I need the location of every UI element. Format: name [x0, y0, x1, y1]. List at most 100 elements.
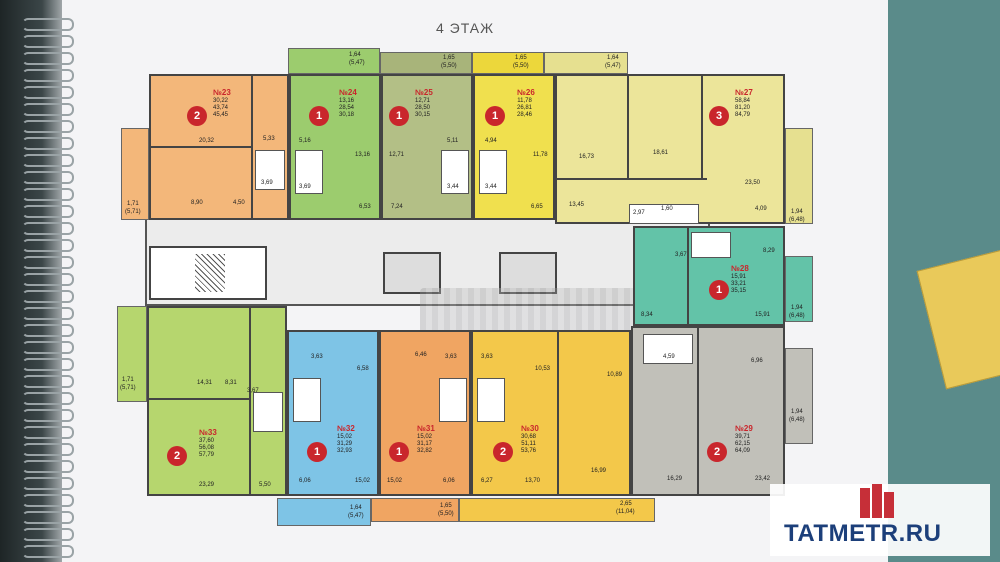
room-area: 12,71	[389, 152, 405, 158]
room-area: 3,63	[481, 354, 493, 360]
room-area: 3,63	[311, 354, 323, 360]
room-area: 23,42	[755, 476, 771, 482]
room-area: 14,31	[197, 380, 213, 386]
balcony-right-top: 1,94 (6,48)	[785, 128, 813, 224]
room-area: 16,99	[591, 468, 607, 474]
balcony-area: 1,65	[515, 55, 527, 61]
balcony-area-total: (5,50)	[438, 511, 454, 517]
balcony-area: 1,64	[349, 52, 361, 58]
room-area: 6,46	[415, 352, 427, 358]
room-area: 15,91	[755, 312, 771, 318]
spiral-ring	[22, 341, 74, 354]
floor-title: 4 ЭТАЖ	[435, 20, 495, 36]
spiral-ring	[22, 120, 74, 133]
rooms-badge: 2	[493, 442, 513, 462]
apartment-number: №31	[417, 424, 435, 433]
balcony-area-total: (5,50)	[513, 63, 529, 69]
apartment-number: №33	[199, 428, 217, 437]
balcony-area-total: (6,48)	[789, 313, 805, 319]
room-area: 6,96	[751, 358, 763, 364]
spiral-ring	[22, 545, 74, 558]
room-area: 8,29	[763, 248, 775, 254]
room-area: 3,44	[485, 184, 497, 190]
room-area: 20,32	[199, 138, 215, 144]
room-area: 16,29	[667, 476, 683, 482]
balcony-bottom-3: 2,65 (11,04)	[459, 498, 655, 522]
apartment-number: №23	[213, 88, 231, 97]
spiral-ring	[22, 103, 74, 116]
balcony-top-1: 1,64 (5,47)	[288, 48, 380, 74]
room-area: 5,16	[299, 138, 311, 144]
balcony-right-bottom: 1,94 (6,48)	[785, 348, 813, 444]
spiral-ring	[22, 511, 74, 524]
rooms-badge: 1	[309, 106, 329, 126]
spiral-ring	[22, 205, 74, 218]
balcony-area: 1,65	[440, 503, 452, 509]
room-area: 8,34	[641, 312, 653, 318]
room-area: 5,33	[263, 136, 275, 142]
balcony-bottom-2: 1,65 (5,50)	[371, 498, 459, 522]
apartment-number: №30	[521, 424, 539, 433]
spiral-ring	[22, 69, 74, 82]
room-area: 3,69	[299, 184, 311, 190]
spiral-rings	[0, 0, 74, 562]
balcony-area: 1,65	[443, 55, 455, 61]
spiral-ring	[22, 392, 74, 405]
spiral-ring	[22, 154, 74, 167]
rooms-badge: 1	[307, 442, 327, 462]
room-area: 16,73	[579, 154, 595, 160]
spiral-ring	[22, 375, 74, 388]
balcony-top-2: 1,65 (5,50)	[380, 52, 472, 74]
room-area: 5,11	[447, 138, 459, 144]
room-area: 15,02	[355, 478, 371, 484]
room-area: 4,09	[755, 206, 767, 212]
room-area: 13,45	[569, 202, 585, 208]
balcony-area-total: (6,48)	[789, 417, 805, 423]
room-area: 4,94	[485, 138, 497, 144]
balcony-right-mid: 1,94 (6,48)	[785, 256, 813, 322]
spiral-ring	[22, 239, 74, 252]
elevator-1	[383, 252, 441, 294]
room-area: 6,58	[357, 366, 369, 372]
room-area: 10,89	[607, 372, 623, 378]
room-area: 4,59	[663, 354, 675, 360]
spiral-ring	[22, 358, 74, 371]
spiral-ring	[22, 460, 74, 473]
apartment-number: №25	[415, 88, 433, 97]
balcony-area: 1,64	[607, 55, 619, 61]
room-area: 3,67	[675, 252, 687, 258]
apartment-number: №28	[731, 264, 749, 273]
balcony-area: 1,94	[791, 305, 803, 311]
room-area: 18,61	[653, 150, 669, 156]
balcony-area-total: (5,47)	[348, 513, 364, 519]
spiral-ring	[22, 256, 74, 269]
spiral-ring	[22, 188, 74, 201]
balcony-area-total: (11,04)	[616, 509, 635, 515]
spiral-ring	[22, 86, 74, 99]
room-area: 6,27	[481, 478, 493, 484]
room-area: 3,63	[445, 354, 457, 360]
balcony-area: 1,94	[791, 409, 803, 415]
room-area: 4,50	[233, 200, 245, 206]
spiral-ring	[22, 171, 74, 184]
rooms-badge: 3	[709, 106, 729, 126]
balcony-area: 1,71	[127, 201, 139, 207]
balcony-area-total: (5,71)	[120, 385, 136, 391]
balcony-left-top: 1,71 (5,71)	[121, 128, 149, 220]
